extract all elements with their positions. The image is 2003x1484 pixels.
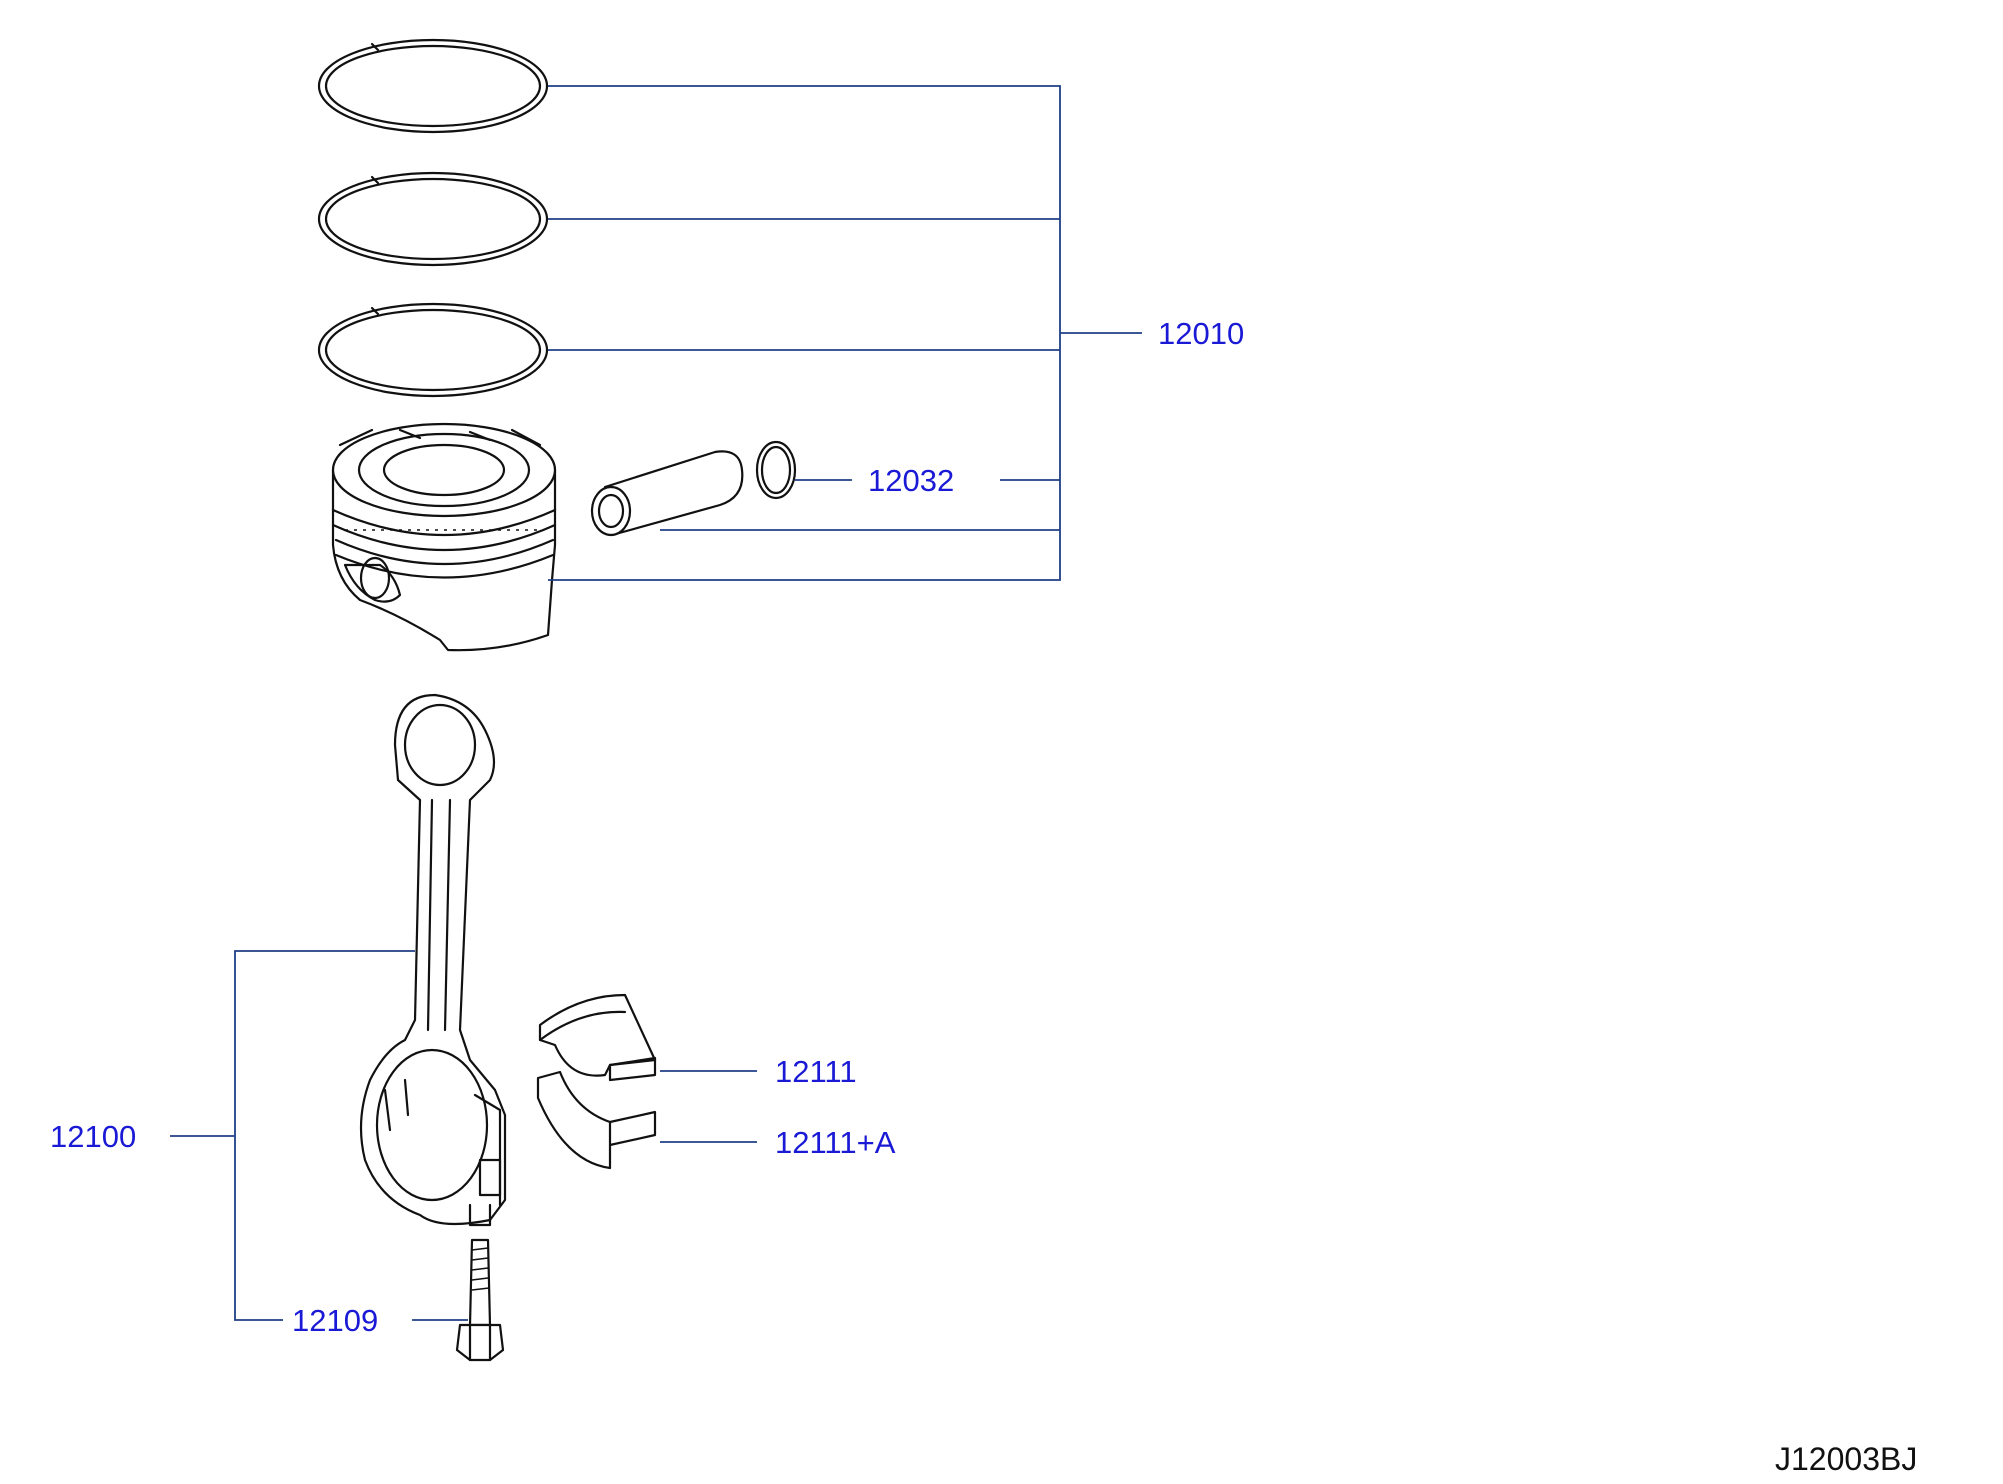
connecting-rod-bearing-lower[interactable] xyxy=(536,1070,657,1170)
diagram-code: J12003BJ xyxy=(1775,1441,1917,1477)
callout-12100: 12100 xyxy=(50,1119,136,1154)
piston-pin-snap-ring[interactable] xyxy=(755,440,797,500)
callout-12111-a: 12111+A xyxy=(775,1125,896,1160)
connecting-rod-bearing-upper[interactable] xyxy=(538,993,657,1082)
piston[interactable] xyxy=(331,422,557,652)
connecting-rod-bolt[interactable] xyxy=(455,1238,505,1362)
leader-lines xyxy=(170,85,1142,1321)
connecting-rod[interactable] xyxy=(359,693,507,1227)
callout-12032: 12032 xyxy=(868,463,954,498)
piston-ring-oil[interactable] xyxy=(317,302,549,398)
piston-ring-second[interactable] xyxy=(317,171,549,267)
callout-12010: 12010 xyxy=(1158,316,1244,351)
callout-12111: 12111 xyxy=(775,1054,857,1089)
callout-12109: 12109 xyxy=(292,1303,378,1338)
piston-pin[interactable] xyxy=(590,450,744,537)
piston-ring-top[interactable] xyxy=(317,38,549,134)
